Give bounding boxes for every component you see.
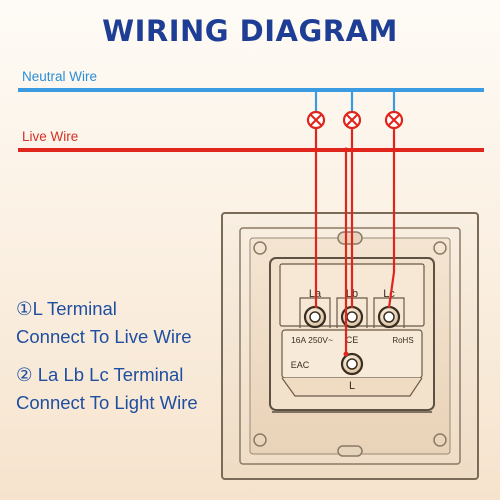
live-wire-label: Live Wire bbox=[22, 129, 79, 144]
eac-mark: EAC bbox=[291, 360, 310, 370]
terminal-l bbox=[340, 352, 364, 376]
mount-hole-icon bbox=[433, 433, 447, 447]
junction-dot bbox=[343, 147, 349, 153]
note-2-line-1: ② La Lb Lc Terminal bbox=[16, 364, 184, 385]
ce-mark: CE bbox=[346, 335, 359, 345]
terminal-la bbox=[303, 305, 327, 329]
note-1-line-2: Connect To Live Wire bbox=[16, 326, 192, 347]
note-1-line-1: ①L Terminal bbox=[16, 298, 117, 319]
note-l-terminal: ①L Terminal Connect To Live Wire bbox=[16, 295, 192, 351]
rating-label: 16A 250V~ bbox=[291, 335, 333, 345]
note-2-line-2: Connect To Light Wire bbox=[16, 392, 198, 413]
junction-dot bbox=[343, 351, 349, 357]
neutral-wire-label: Neutral Wire bbox=[22, 69, 98, 84]
lamp-icon bbox=[306, 110, 326, 130]
terminal-label-l: L bbox=[349, 380, 355, 392]
diagram-title: WIRING DIAGRAM bbox=[102, 14, 398, 48]
rohs-mark: RoHS bbox=[392, 336, 413, 345]
terminal-label-lc: Lc bbox=[383, 288, 395, 300]
mount-hole-icon bbox=[253, 241, 267, 255]
terminal-lc bbox=[377, 305, 401, 329]
lamp-icon bbox=[384, 110, 404, 130]
mount-hole-icon bbox=[253, 433, 267, 447]
lamp-icon bbox=[342, 110, 362, 130]
note-light-terminals: ② La Lb Lc Terminal Connect To Light Wir… bbox=[16, 361, 198, 417]
light-wire-lc bbox=[387, 271, 396, 309]
mount-hole-icon bbox=[433, 241, 447, 255]
